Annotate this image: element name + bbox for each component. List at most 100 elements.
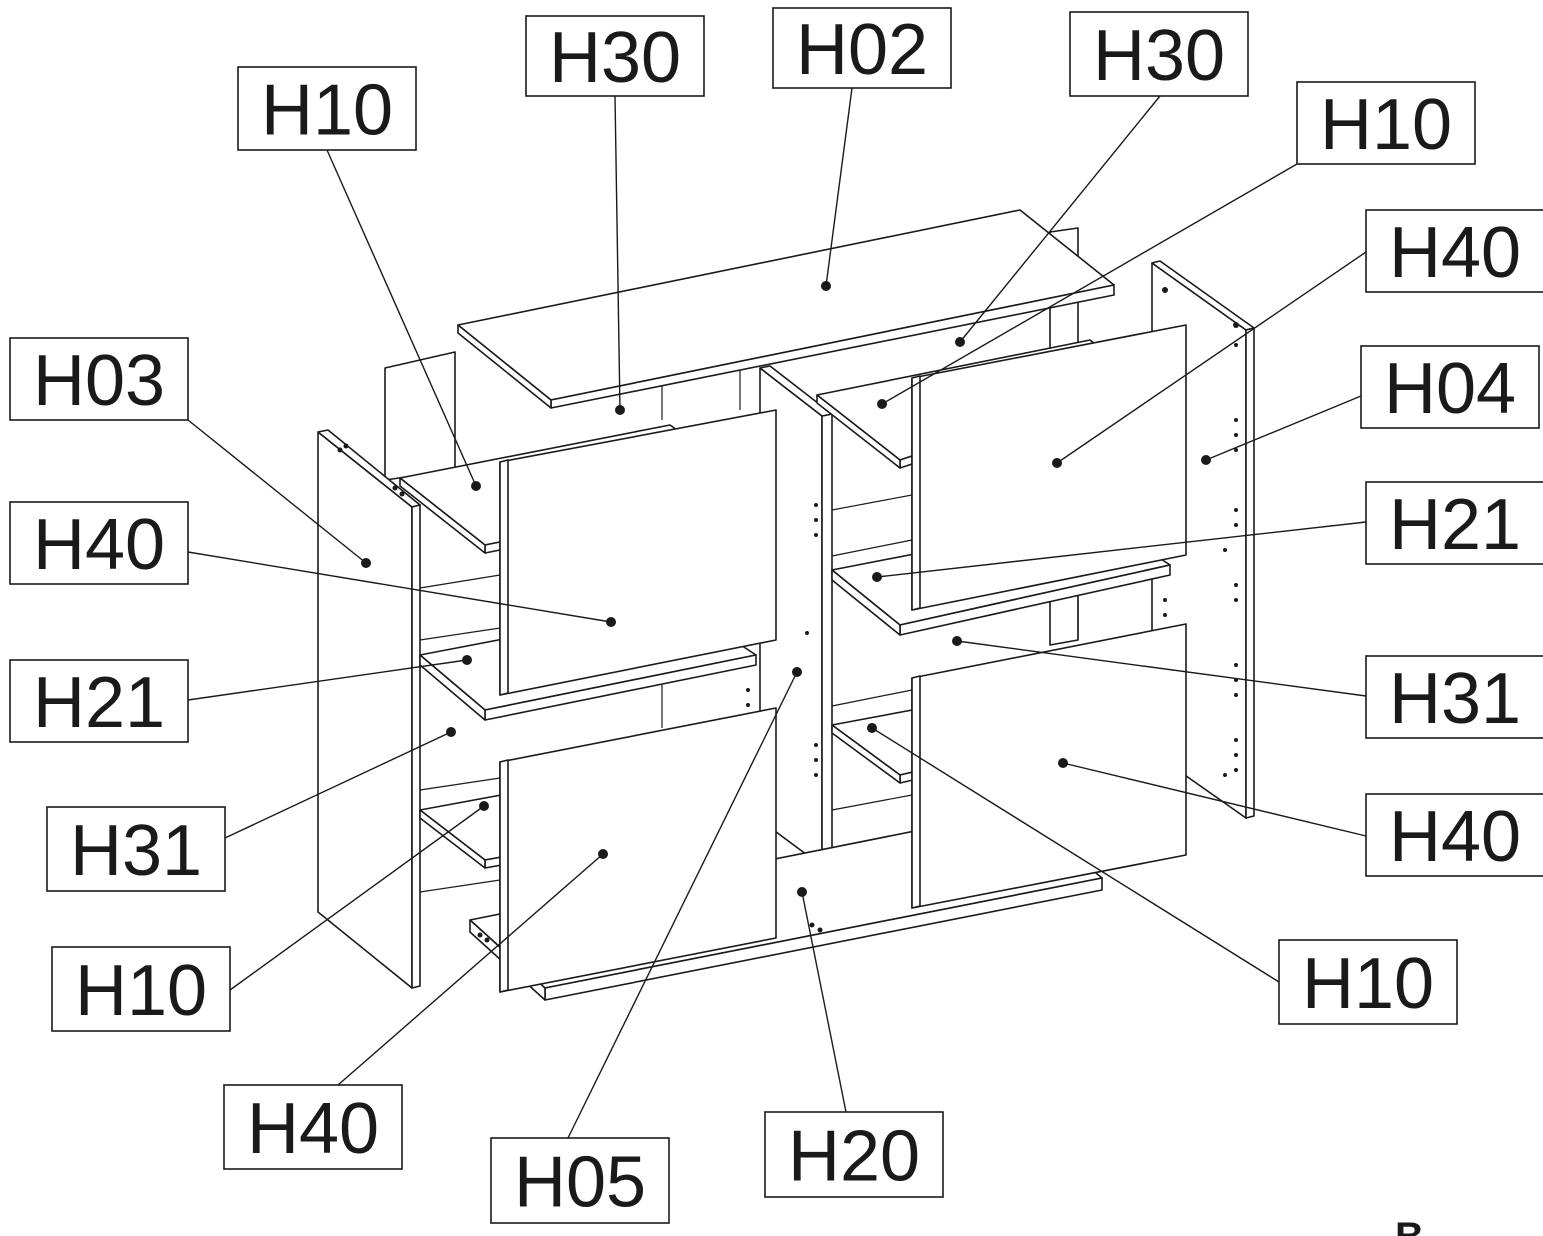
- left-side-panel: [317, 431, 413, 989]
- inner-shelf-lines-2: [419, 627, 501, 641]
- label-box: [772, 7, 952, 89]
- reference-dot-h10-top-left: [471, 481, 481, 491]
- label-text: H40: [33, 505, 165, 585]
- shelf-upper-right-side: [816, 394, 901, 469]
- label-box: [1365, 793, 1543, 877]
- part-label-h21-left: H21: [9, 659, 189, 743]
- leader-line-h10-top-left: [326, 149, 477, 487]
- reference-dot-h10-lower-right: [867, 723, 877, 733]
- leader-line-h04-right: [1205, 395, 1362, 461]
- part-label-h10-top-left: H10: [237, 66, 417, 151]
- inner-shelf-lines-5: [831, 494, 913, 511]
- part-label-h04-right: H04: [1360, 345, 1540, 429]
- label-text: H40: [247, 1089, 379, 1169]
- inner-shelf-lines-6: [831, 539, 913, 557]
- leader-line-h30-top-right: [959, 95, 1161, 343]
- center-divider-front: [821, 413, 833, 867]
- label-text: H10: [1302, 944, 1434, 1024]
- shelf-pin-holes: [337, 287, 1239, 943]
- part-label-h03-left: H03: [9, 337, 189, 421]
- label-box: [51, 946, 231, 1032]
- part-label-h10-lower-left: H10: [51, 946, 231, 1032]
- label-text: H03: [33, 341, 165, 421]
- label-box: [1069, 11, 1249, 97]
- reference-dot-h40-lower-right: [1058, 758, 1068, 768]
- label-box: [237, 66, 417, 151]
- reference-dot-h03-left: [361, 558, 371, 568]
- label-text: H21: [1389, 485, 1521, 565]
- reference-dot-h30-top-left: [615, 405, 625, 415]
- label-text: H10: [75, 951, 207, 1031]
- inner-shelf-lines-3: [419, 777, 501, 791]
- leader-line-h30-top-left: [614, 95, 621, 411]
- inner-shelf-lines-4: [419, 879, 501, 893]
- leader-line-h10-lower-left: [229, 805, 485, 991]
- door-lower-right-edge: [911, 675, 921, 909]
- shelf-lower-left-side: [419, 809, 486, 869]
- leader-line-h31-left: [224, 731, 452, 839]
- leader-line-h40-upper-left: [187, 551, 612, 623]
- label-box: [223, 1084, 403, 1170]
- label-box: [1365, 209, 1543, 293]
- label-box: [1278, 939, 1458, 1025]
- leader-line-h40-lower-left: [337, 853, 604, 1086]
- label-box: [9, 501, 189, 585]
- part-label-h10-lower-right: H10: [1278, 939, 1458, 1025]
- page-mark: B: [1395, 1215, 1424, 1236]
- shelf-middle-right-side: [831, 569, 901, 636]
- door-lower-left-edge: [499, 759, 509, 993]
- part-label-h40-upper-left: H40: [9, 501, 189, 585]
- leader-line-h02-top: [825, 87, 853, 287]
- shelf-upper-left-side: [399, 477, 486, 554]
- label-box: [764, 1111, 944, 1198]
- label-text: H31: [1389, 659, 1521, 739]
- reference-dot-h40-lower-left: [598, 849, 608, 859]
- top-panel-side: [457, 324, 552, 409]
- label-text: H40: [1389, 213, 1521, 293]
- part-label-h21-right: H21: [1365, 481, 1543, 565]
- reference-dot-h40-upper-left: [606, 617, 616, 627]
- label-box: [1365, 481, 1543, 565]
- part-label-h05-center: H05: [490, 1137, 670, 1224]
- leader-line-h03-left: [187, 419, 367, 564]
- label-text: H40: [1389, 797, 1521, 877]
- label-text: H21: [33, 663, 165, 743]
- inner-shelf-lines: [419, 574, 501, 589]
- part-label-h02-top: H02: [772, 7, 952, 90]
- door-upper-left-edge: [499, 459, 509, 696]
- leader-line-h40-lower-right: [1062, 762, 1367, 837]
- leader-line-h21-right: [876, 521, 1367, 578]
- leader-line-h20-bottom: [801, 891, 847, 1113]
- label-text: H20: [788, 1117, 920, 1197]
- label-text: H05: [514, 1143, 646, 1223]
- label-box: [525, 15, 705, 97]
- part-label-h31-left: H31: [46, 806, 226, 892]
- part-label-h30-top-left: H30: [525, 15, 705, 98]
- reference-dot-h21-right: [872, 572, 882, 582]
- leader-line-h10-top-right: [881, 163, 1298, 405]
- leader-line-h05-center: [567, 671, 798, 1139]
- label-text: H10: [261, 71, 393, 151]
- label-box: [1360, 345, 1540, 429]
- reference-dot-h31-left: [446, 727, 456, 737]
- left-side-panel-front: [411, 504, 421, 989]
- leader-lines: [187, 87, 1367, 1139]
- part-label-h31-right: H31: [1365, 655, 1543, 739]
- part-label-h20-bottom: H20: [764, 1111, 944, 1198]
- label-text: H04: [1384, 349, 1516, 429]
- label-box: [490, 1137, 670, 1224]
- leader-line-h21-left: [187, 659, 468, 701]
- part-label-h40-upper-right: H40: [1365, 209, 1543, 293]
- inner-shelf-lines-7: [831, 689, 913, 707]
- label-box: [1296, 81, 1476, 165]
- label-text: H31: [70, 811, 202, 891]
- label-box: [9, 337, 189, 421]
- shelf-middle-left-side: [419, 654, 486, 721]
- cabinet-drawing: [317, 209, 1255, 1001]
- label-text: H30: [1093, 16, 1225, 96]
- reference-dot-h04-right: [1201, 455, 1211, 465]
- part-label-h40-lower-right: H40: [1365, 793, 1543, 877]
- part-label-h10-top-right: H10: [1296, 81, 1476, 165]
